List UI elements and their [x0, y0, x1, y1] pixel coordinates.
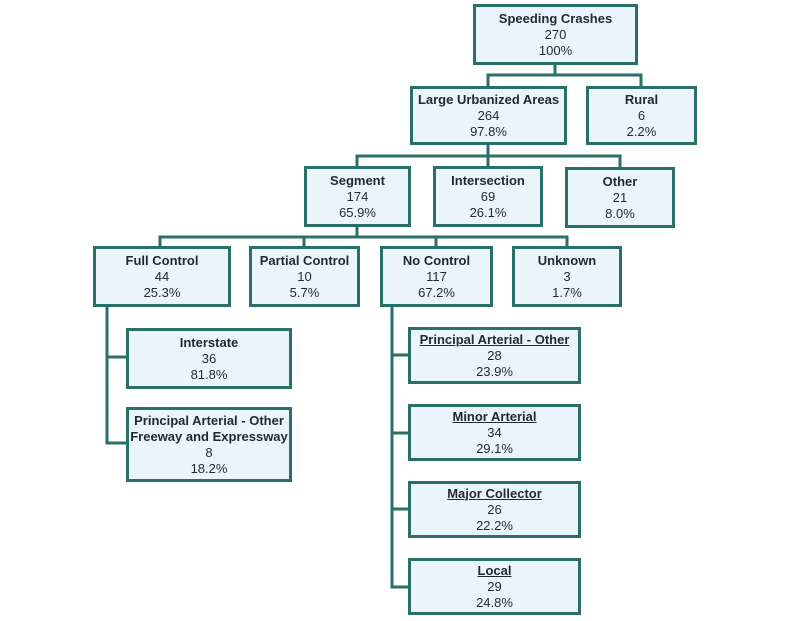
node-count: 3: [563, 268, 571, 284]
node-large-urbanized-areas: Large Urbanized Areas 264 97.8%: [410, 86, 567, 145]
node-percent: 25.3%: [143, 284, 181, 300]
node-principal-arterial-freeway: Principal Arterial - Other Freeway and E…: [126, 407, 292, 482]
node-title: No Control: [402, 252, 471, 268]
node-title: Principal Arterial - Other: [419, 331, 570, 347]
node-title-line2: Freeway and Expressway: [130, 428, 288, 444]
node-percent: 26.1%: [469, 204, 507, 220]
node-count: 28: [487, 347, 502, 363]
node-title: Large Urbanized Areas: [417, 91, 560, 107]
node-title-line1: Principal Arterial - Other: [134, 412, 284, 428]
node-count: 174: [346, 188, 369, 204]
node-percent: 97.8%: [470, 123, 507, 139]
node-full-control: Full Control 44 25.3%: [93, 246, 231, 307]
node-count: 6: [637, 107, 646, 123]
node-count: 36: [201, 350, 217, 366]
node-count: 117: [426, 268, 447, 284]
node-percent: 8.0%: [605, 205, 635, 221]
node-count: 10: [297, 268, 312, 284]
node-intersection: Intersection 69 26.1%: [433, 166, 543, 227]
node-title: Unknown: [537, 252, 597, 268]
node-unknown: Unknown 3 1.7%: [512, 246, 622, 307]
node-count: 34: [487, 424, 502, 440]
node-major-collector: Major Collector 26 22.2%: [408, 481, 581, 538]
node-percent: 29.1%: [476, 440, 513, 456]
node-title: Intersection: [451, 172, 525, 188]
node-rural: Rural 6 2.2%: [586, 86, 697, 145]
node-partial-control: Partial Control 10 5.7%: [249, 246, 360, 307]
node-percent: 67.2%: [418, 284, 455, 300]
node-count: 270: [544, 26, 567, 42]
node-count: 264: [477, 107, 500, 123]
node-percent: 23.9%: [476, 363, 513, 379]
node-segment: Segment 174 65.9%: [304, 166, 411, 227]
node-count: 8: [205, 444, 213, 460]
node-count: 21: [612, 189, 628, 205]
node-count: 69: [480, 188, 496, 204]
node-title: Interstate: [179, 334, 239, 350]
node-percent: 81.8%: [190, 366, 228, 382]
node-title: Rural: [624, 91, 659, 107]
node-principal-arterial-other: Principal Arterial - Other 28 23.9%: [408, 327, 581, 384]
node-percent: 65.9%: [339, 204, 376, 220]
node-percent: 5.7%: [289, 284, 320, 300]
node-title: Segment: [330, 172, 385, 188]
node-local: Local 29 24.8%: [408, 558, 581, 615]
node-count: 44: [154, 268, 170, 284]
node-title: Minor Arterial: [452, 408, 537, 424]
node-count: 29: [487, 578, 502, 594]
node-percent: 100%: [538, 42, 573, 58]
node-title: Other: [602, 173, 638, 189]
node-count: 26: [487, 501, 502, 517]
node-title: Major Collector: [447, 485, 542, 501]
node-percent: 24.8%: [476, 594, 513, 610]
node-percent: 18.2%: [190, 460, 228, 476]
node-title: Full Control: [125, 252, 199, 268]
node-title: Local: [477, 562, 512, 578]
node-other: Other 21 8.0%: [565, 167, 675, 228]
node-speeding-crashes: Speeding Crashes 270 100%: [473, 4, 638, 65]
node-minor-arterial: Minor Arterial 34 29.1%: [408, 404, 581, 461]
node-title: Partial Control: [259, 252, 350, 268]
node-title: Speeding Crashes: [498, 10, 613, 26]
node-percent: 1.7%: [552, 284, 582, 300]
node-percent: 2.2%: [626, 123, 657, 139]
node-no-control: No Control 117 67.2%: [380, 246, 493, 307]
node-interstate: Interstate 36 81.8%: [126, 328, 292, 389]
node-percent: 22.2%: [476, 517, 513, 533]
